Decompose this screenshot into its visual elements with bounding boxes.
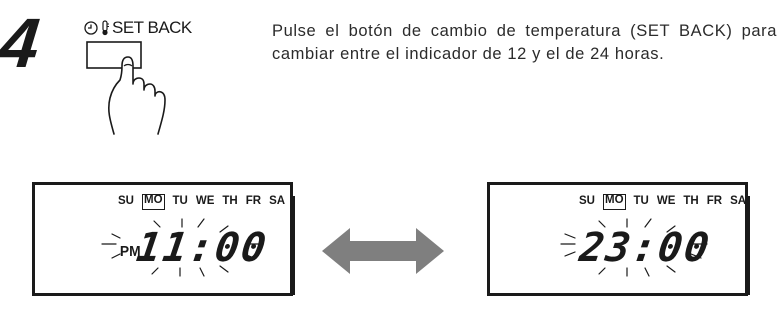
day-we: WE: [195, 195, 215, 207]
display-24-hour: SU MO TU WE TH FR SA 23:00: [487, 182, 750, 296]
set-back-label: SET BACK: [112, 18, 192, 37]
double-arrow-icon: [322, 228, 444, 274]
display-frame: [487, 182, 750, 296]
display-frame: [32, 182, 295, 296]
clock-icon: [84, 21, 98, 35]
day-we: WE: [656, 195, 676, 207]
time-display-24h: 23:00: [576, 225, 714, 271]
set-back-button-illustration: [80, 40, 190, 140]
weekday-row: SU MO TU WE TH FR SA: [118, 194, 285, 210]
day-mo-selected: MO: [602, 194, 626, 210]
day-sa: SA: [730, 195, 747, 207]
time-display-12h: 11:00: [133, 225, 271, 271]
display-12-hour: SU MO TU WE TH FR SA PM 11:00: [32, 182, 295, 296]
day-fr: FR: [245, 195, 262, 207]
day-su: SU: [118, 195, 134, 207]
day-sa: SA: [269, 195, 286, 207]
step-number: 4: [0, 4, 44, 82]
day-su: SU: [579, 195, 595, 207]
day-tu: TU: [633, 195, 649, 207]
blink-rays: [101, 218, 261, 277]
instruction-text: Pulse el botón de cambio de temperatura …: [272, 22, 777, 63]
day-th: TH: [683, 195, 699, 207]
pm-indicator: PM: [119, 243, 141, 260]
weekday-row: SU MO TU WE TH FR SA: [579, 194, 746, 210]
day-fr: FR: [706, 195, 723, 207]
pressing-hand-icon: [107, 56, 166, 135]
day-th: TH: [222, 195, 238, 207]
thermometer-icon: [102, 20, 109, 36]
set-back-button-label: SET BACK: [84, 16, 192, 40]
blink-rays: [560, 218, 708, 277]
day-tu: TU: [172, 195, 188, 207]
day-mo-selected: MO: [141, 194, 165, 210]
